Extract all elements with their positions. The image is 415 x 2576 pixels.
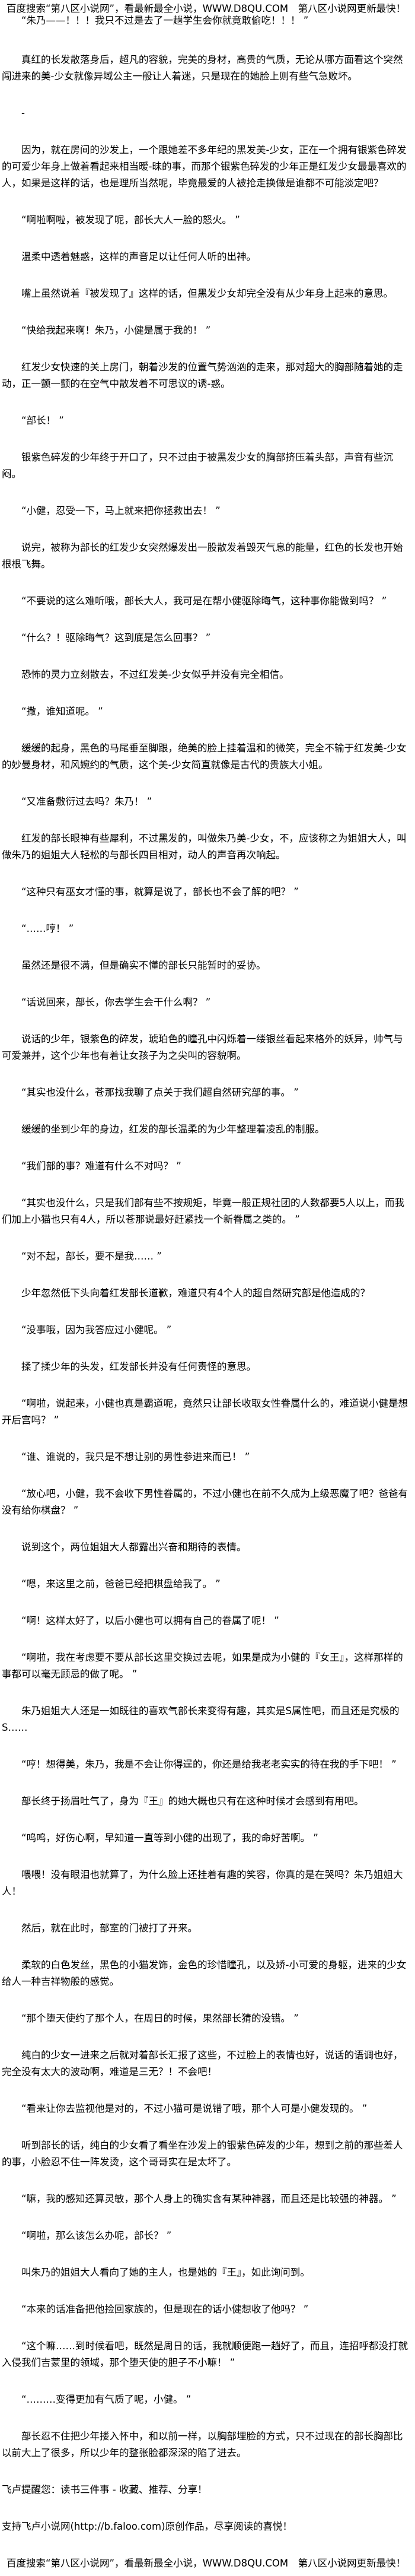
story-paragraph: “快给我起来啊！朱乃，小健是属于我的！ ”	[21, 325, 211, 336]
story-paragraph: 然后，就在此时，部室的门被打了开来。	[21, 1923, 197, 1934]
story-paragraph: “啊啦，说起来，小健也真是霸道呢，竟然只让部长收取女性眷属什么的，难道说小健是想…	[2, 1398, 408, 1426]
story-paragraph: 说到这个，两位姐姐大人都露出兴奋和期待的表情。	[21, 1541, 247, 1553]
story-paragraph: “不要说的这么难听哦，部长大人，我可是在帮小健驱除晦气，这种事你能做到吗？ ”	[21, 595, 387, 607]
story-paragraph: 柔软的白色发丝，黑色的小猫发饰，金色的珍惜瞳孔，以及娇-小可爱的身躯，进来的少女…	[2, 1959, 407, 1987]
story-paragraph: “谁、谁说的，我只是不想让别的男性参进来而已！ ”	[21, 1451, 250, 1463]
support-notice: 支持飞卢小说网(http://b.faloo.com)原创作品，尽享阅读的喜悦！	[2, 2521, 293, 2532]
story-paragraph: 温柔中透着魅惑，这样的声音足以让任何人听的出神。	[21, 251, 256, 262]
story-paragraph: “那个堕天使约了那个人，在周日的时候，果然部长猜的没错。 ”	[21, 2013, 299, 2024]
story-paragraph: 说完，被称为部长的红发少女突然爆发出一股散发着毁灭气息的能量，红色的长发也开始根…	[2, 542, 403, 570]
story-paragraph: “看来让你去监视他是对的，不过小猫可是说错了哦，那个人可是小健发现的。 ”	[21, 2103, 368, 2114]
story-paragraph: 虽然还是很不满，但是确实不懂的部长只能暂时的妥协。	[21, 960, 266, 971]
story-paragraph: “又准备敷衍过去吗？朱乃！ ”	[21, 796, 152, 807]
story-paragraph: 朱乃姐姐大人还是一如既往的喜欢气部长来变得有趣，其实是S属性吧，而且还是究极的S…	[2, 1705, 400, 1733]
chapter-footer: 飞卢提醒您：读书三件事 - 收藏、推荐、分享！ 支持飞卢小说网(http://b…	[2, 2482, 408, 2572]
story-paragraph: “话说回来，部长，你去学生会干什么啊？ ”	[21, 997, 211, 1008]
story-paragraph: 说话的少年，银紫色的碎发，琥珀色的瞳孔中闪烁着一缕银丝看起来格外的妖异，帅气与可…	[2, 1033, 403, 1061]
reading-reminder: 飞卢提醒您：读书三件事 - 收藏、推荐、分享！	[2, 2484, 208, 2495]
story-paragraph: “啊啦，我在考虑要不要从部长这里交换过去呢，如果是成为小健的『女王』，这样那样的…	[2, 1652, 403, 1680]
story-paragraph: “嘛，我的感知还算灵敏，那个人身上的确实含有某种神器，而且还是比较强的神器。 ”	[21, 2193, 397, 2204]
story-paragraph: 叫朱乃的姐姐大人看向了她的主人，也是她的『王』，如此询问到。	[21, 2267, 310, 2278]
story-paragraph: 嘴上虽然说着『被发现了』这样的话，但黑发少女却完全没有从少年身上起来的意思。	[21, 288, 393, 299]
story-paragraph: “嗯，来这里之前，爸爸已经把棋盘给我了。 ”	[21, 1578, 221, 1590]
story-paragraph: “啊！这样太好了，以后小健也可以拥有自己的眷属了呢！ ”	[21, 1615, 279, 1626]
story-paragraph: 银紫色碎发的少年终于开口了，只不过由于被黑发少女的胸部挤压着头部，声音有些沉闷。	[2, 452, 393, 480]
story-paragraph: 喂喂！没有眼泪也就算了，为什么脸上还挂着有趣的笑容，你真的是在哭吗？朱乃姐姐大人…	[2, 1869, 403, 1897]
story-paragraph: “对不起，部长，要不是我…… ”	[21, 1251, 162, 1262]
story-paragraph: 因为，就在房间的沙发上，一个跟她差不多年纪的黑发美-少女，正在一个拥有银紫色碎发…	[2, 144, 407, 189]
story-paragraph: “哼！想得美，朱乃，我是不会让你得逞的，你还是给我老老实实的待在我的手下吧！ ”	[21, 1759, 397, 1770]
story-paragraph: “这个嘛……到时候看吧，既然是周日的话，我就顺便跑一趟好了，而且，连招呼都没打就…	[2, 2340, 408, 2368]
story-paragraph: 揉了揉少年的头发，红发部长并没有任何责怪的意思。	[21, 1361, 256, 1372]
story-paragraph: “………变得更加有气质了呢，小健。 ”	[21, 2394, 191, 2405]
story-paragraph: 缓缓的起身，黑色的马尾垂至脚跟，绝美的脸上挂着温和的微笑，完全不输于红发美-少女…	[2, 743, 407, 770]
story-paragraph: “放心吧，小健，我不会收下男性眷属的，不过小健也在前不久成为上级恶魔了吧？爸爸有…	[2, 1488, 408, 1516]
story-paragraph: “其实也没什么，只是我们部有些不按规矩，毕竟一般正规社团的人数都要5人以上，而我…	[2, 1197, 405, 1225]
story-paragraph: “什么？！驱除晦气？这到底是怎么回事？ ”	[21, 632, 211, 643]
chapter-body: 真红的长发散落身后，超凡的容貌，完美的身材，高贵的气质，无论从哪方面看这个突然闯…	[2, 52, 408, 2461]
site-notice-bottom: 百度搜索“第八区小说网”，看最新最全小说，WWW.D8QU.COM 第八区小说网…	[7, 2558, 406, 2569]
story-paragraph: 真红的长发散落身后，超凡的容貌，完美的身材，高贵的气质，无论从哪方面看这个突然闯…	[2, 54, 403, 82]
story-paragraph: “部长！ ”	[21, 415, 64, 426]
story-paragraph: “我们部的事？难道有什么不对吗？ ”	[21, 1160, 181, 1172]
story-paragraph: “这种只有巫女才懂的事，就算是说了，部长也不会了解的吧？ ”	[21, 886, 299, 897]
story-paragraph: “小健，忍受一下，马上就来把你拯救出去！ ”	[21, 505, 221, 516]
chapter-header: 百度搜索“第八区小说网”，看最新最全小说，WWW.D8QU.COM 第八区小说网…	[2, 0, 408, 27]
story-paragraph: 缓缓的坐到少年的身边，红发的部长温柔的为少年整理着凌乱的制服。	[21, 1124, 325, 1135]
story-paragraph: “没事哦，因为我答应过小健呢。 ”	[21, 1324, 172, 1335]
story-paragraph: “……哼！ ”	[21, 923, 74, 934]
story-paragraph: 部长忍不住把少年搂入怀中，和以前一样，以胸部埋脸的方式，只不过现在的部长胸部比以…	[2, 2431, 403, 2458]
story-paragraph: 恐怖的灵力立刻散去，不过红发美-少女似乎并没有完全相信。	[21, 669, 289, 680]
story-paragraph: “啊啦啊啦，被发现了呢，部长大人一脸的怒火。 ”	[21, 214, 240, 226]
story-paragraph: 红发的部长眼神有些犀利，不过黑发的，叫做朱乃美-少女，不，应该称之为姐姐大人，叫…	[2, 833, 407, 861]
story-paragraph: 部长终于扬眉吐气了，身为『王』的她大概也只有在这种时候才会感到有用吧。	[21, 1795, 364, 1807]
story-paragraph: “撒，谁知道呢。 ”	[21, 706, 103, 717]
opening-line: “朱乃——！！！我只不过是去了一趟学生会你就竟敢偷吃！！！ ”	[21, 15, 309, 26]
story-paragraph: “本来的话准备把他捡回家族的，但是现在的话小健想收了他吗？ ”	[21, 2304, 309, 2315]
story-paragraph: “啊啦，那么该怎么办呢，部长？ ”	[21, 2230, 172, 2241]
story-paragraph: 听到部长的话，纯白的少女看了看坐在沙发上的银紫色碎发的少年，想到之前的那些羞人的…	[2, 2140, 403, 2168]
story-paragraph: 纯白的少女一进来之后就对着部长汇报了这些，不过脸上的表情也好，说话的语调也好，完…	[2, 2050, 403, 2077]
story-paragraph: -	[21, 107, 25, 119]
story-paragraph: 少年忽然低下头向着红发部长道歉，难道只有4个人的超自然研究部是他造成的？	[21, 1287, 370, 1299]
story-paragraph: “其实也没什么，苍那找我聊了点关于我们超自然研究部的事。 ”	[21, 1087, 299, 1098]
story-paragraph: 红发少女快速的关上房门，朝着沙发的位置气势汹汹的走来，那对超大的胸部随着她的走动…	[2, 361, 403, 389]
site-notice-top: 百度搜索“第八区小说网”，看最新最全小说，WWW.D8QU.COM 第八区小说网…	[7, 3, 406, 14]
story-paragraph: “呜呜，好伤心啊，早知道一直等到小健的出现了，我的命好苦啊。 ”	[21, 1832, 318, 1844]
